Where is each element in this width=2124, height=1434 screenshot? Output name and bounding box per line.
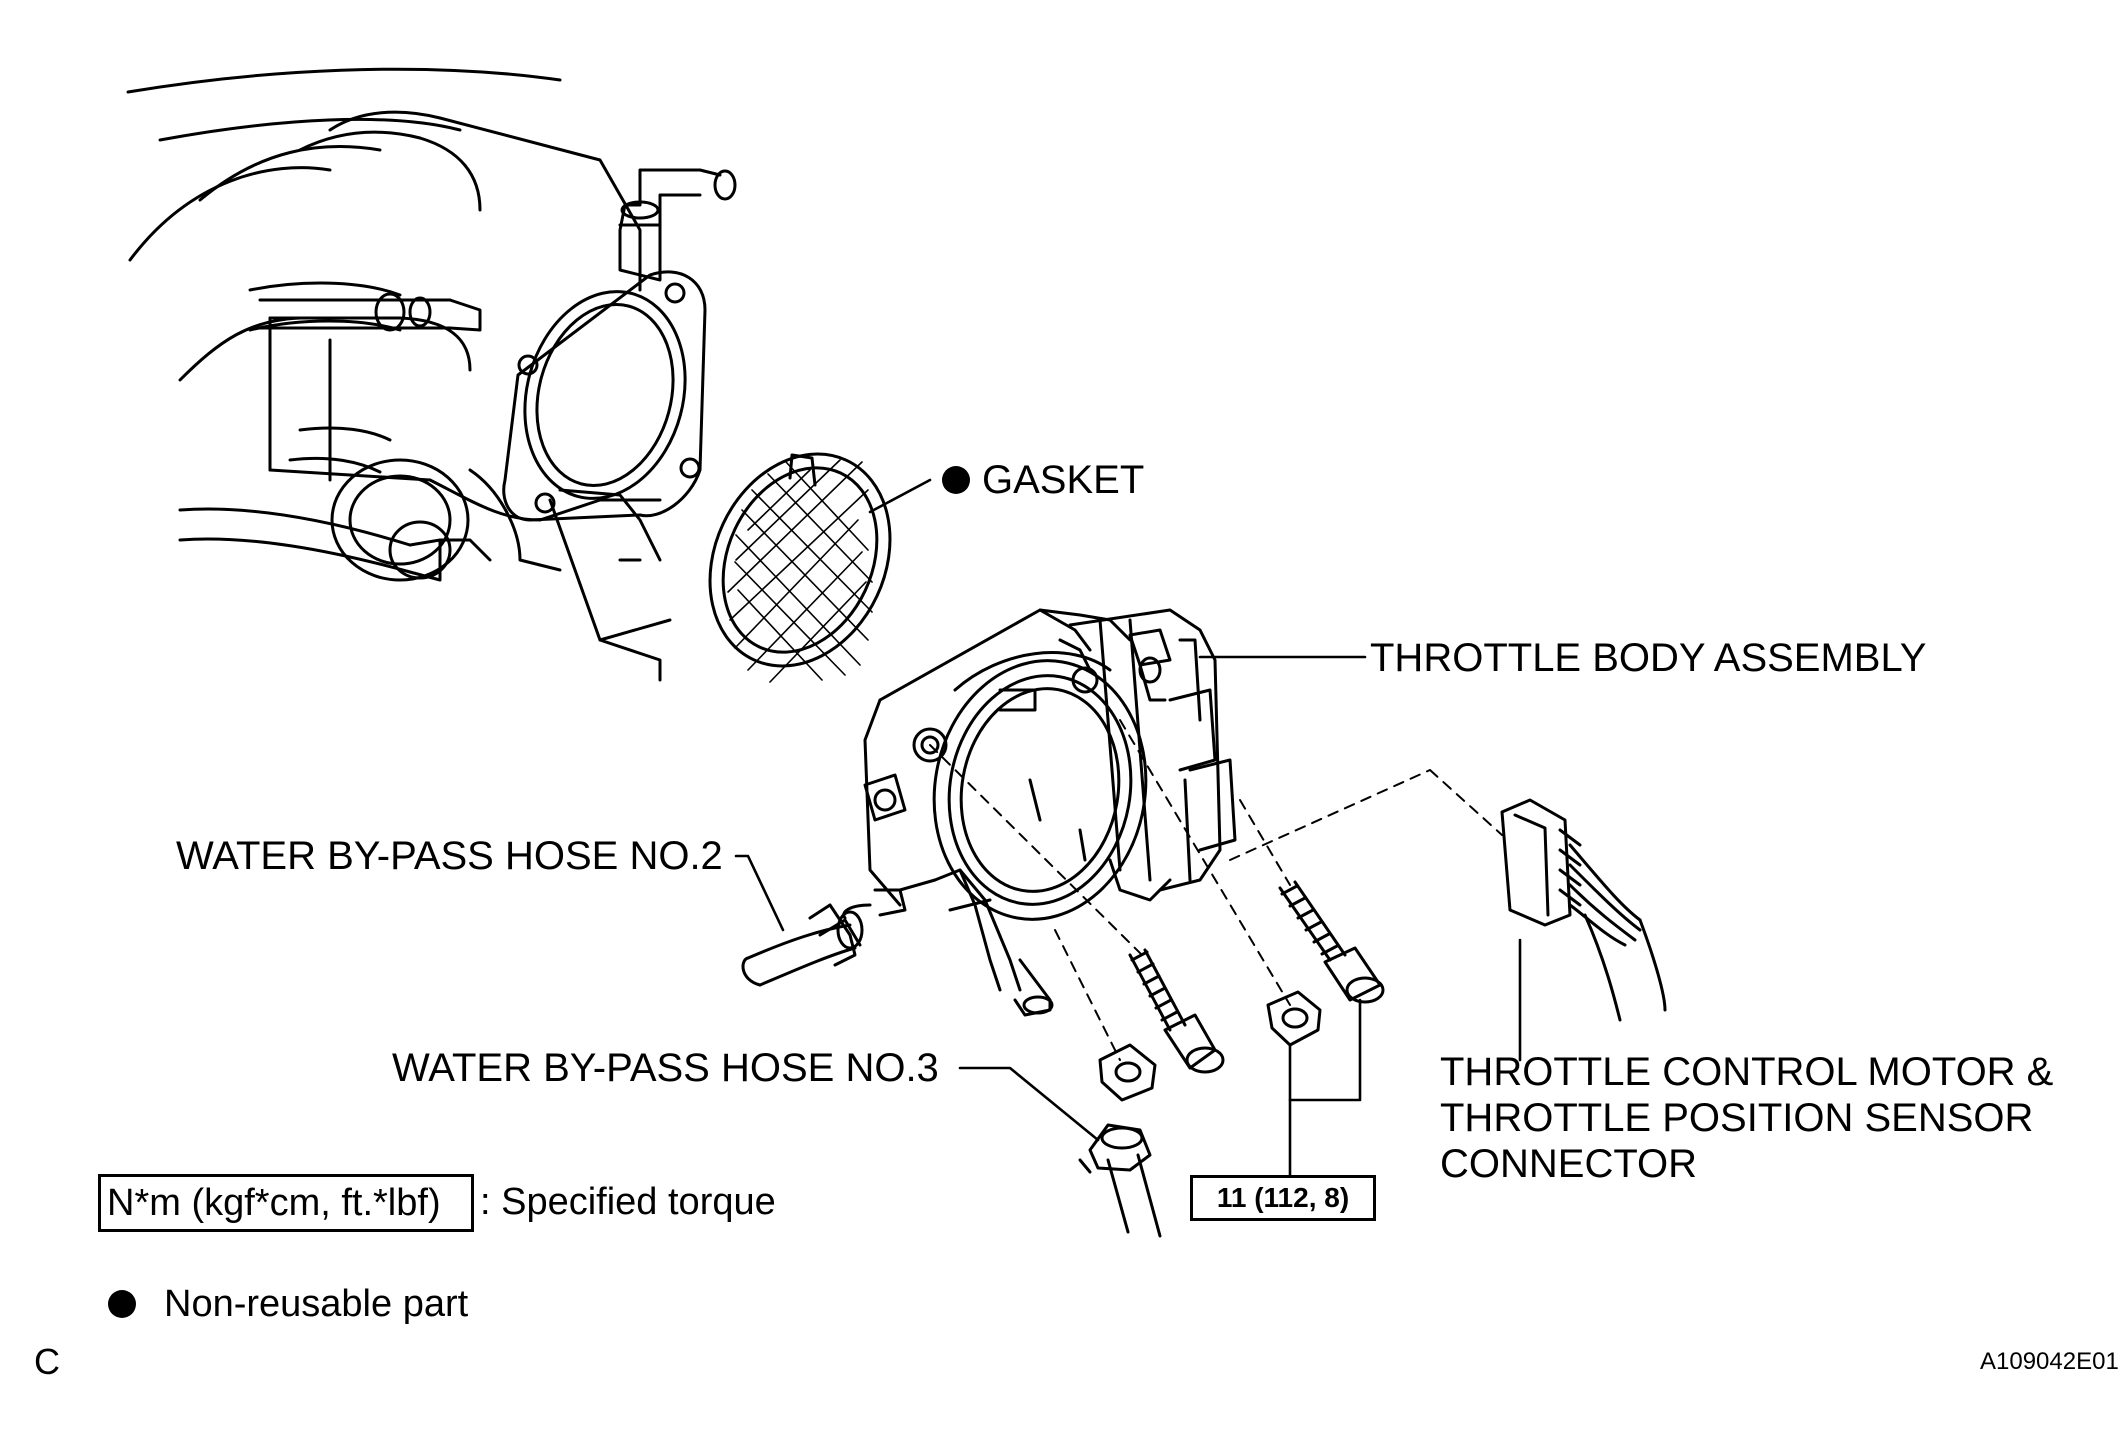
throttle-body-drawing — [842, 608, 1237, 1017]
gasket-drawing — [708, 452, 892, 683]
connector-label-line2: THROTTLE POSITION SENSOR — [1440, 1096, 2034, 1140]
connector-label-line1: THROTTLE CONTROL MOTOR & — [1440, 1050, 2054, 1094]
water-bypass-hose-no3-drawing — [1078, 1123, 1162, 1238]
hose-no3-label: WATER BY-PASS HOSE NO.3 — [392, 1046, 939, 1090]
nonreusable-legend-marker-icon — [108, 1290, 136, 1318]
bolt-left — [1128, 948, 1225, 1074]
figure-id: A109042E01 — [1980, 1348, 2119, 1375]
torque-units: N*m (kgf*cm, ft.*lbf) — [107, 1182, 441, 1224]
hose-no2-label: WATER BY-PASS HOSE NO.2 — [176, 834, 723, 878]
throttle-body-label: THROTTLE BODY ASSEMBLY — [1370, 636, 1927, 680]
nut-middle — [1266, 990, 1322, 1047]
torque-units-box: N*m (kgf*cm, ft.*lbf) — [98, 1174, 474, 1232]
assembly-alignment-dashes — [929, 719, 1503, 1061]
view-letter: C — [34, 1341, 60, 1382]
leader-lines — [734, 478, 1522, 1177]
gasket-label: GASKET — [982, 458, 1145, 502]
nut-lower-left — [1098, 1043, 1157, 1102]
torque-value: 11 (112, 8) — [1216, 1182, 1350, 1213]
connector-label-line3: CONNECTOR — [1440, 1142, 1698, 1186]
intake-manifold-drawing — [126, 67, 737, 682]
water-bypass-hose-no2-drawing — [741, 903, 864, 987]
gasket-nonreusable-marker-icon — [942, 466, 970, 494]
torque-value-box: 11 (112, 8) — [1190, 1175, 1376, 1221]
connector-drawing — [1500, 798, 1667, 1022]
bolt-right — [1278, 880, 1385, 1004]
nonreusable-legend-desc: Non-reusable part — [164, 1283, 469, 1325]
torque-legend-desc: : Specified torque — [480, 1181, 776, 1223]
